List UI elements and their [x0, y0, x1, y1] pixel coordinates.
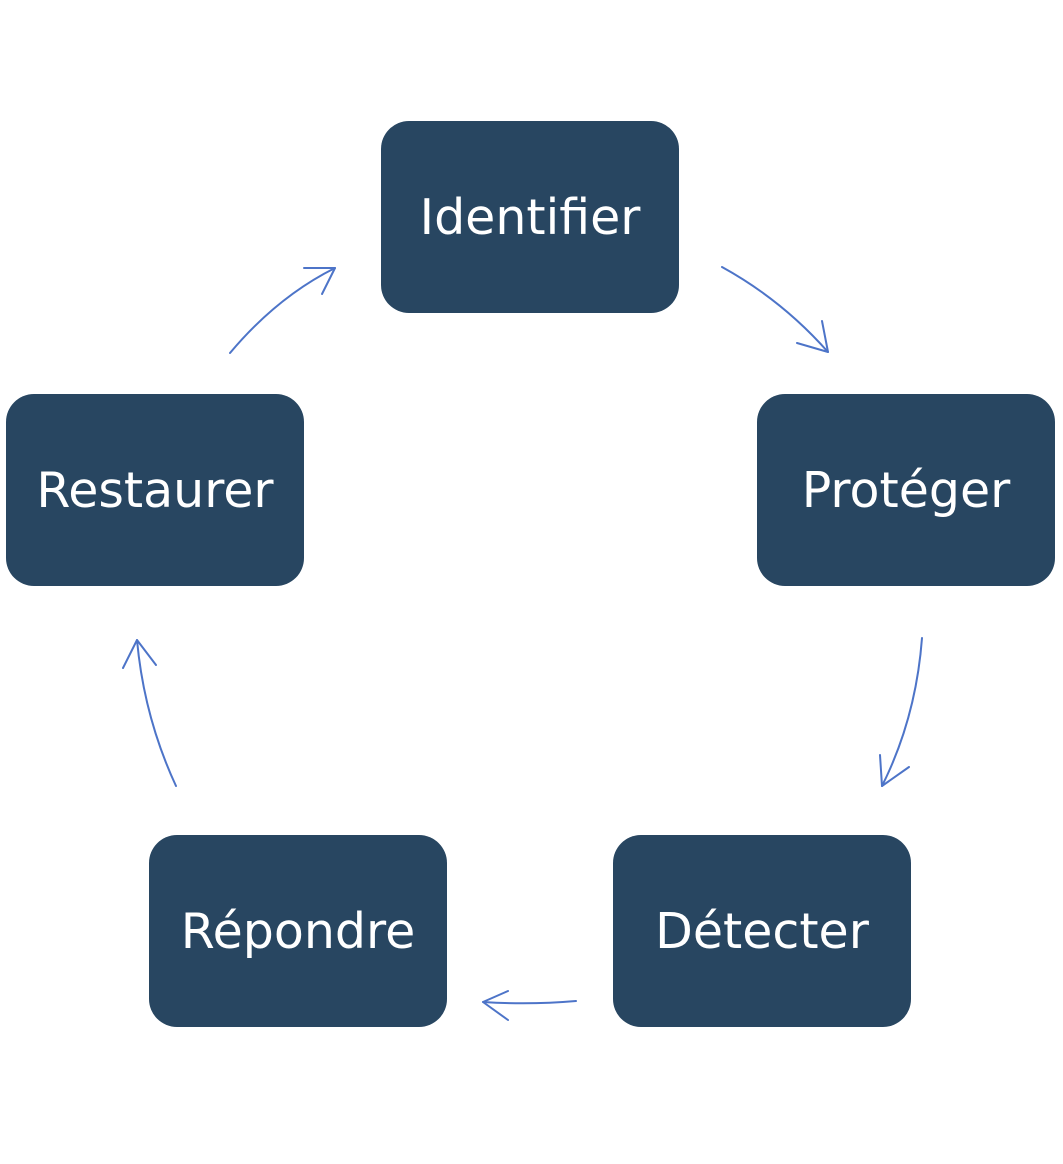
node-detecter: Détecter	[613, 835, 911, 1027]
node-identifier: Identifier	[381, 121, 679, 313]
arrow-shaft	[721, 266, 829, 353]
node-detecter-label: Détecter	[655, 902, 869, 960]
node-proteger-label: Protéger	[801, 461, 1011, 519]
arrowhead-icon	[796, 320, 829, 353]
arrow-proteger-to-detecter	[879, 637, 923, 787]
node-repondre: Répondre	[149, 835, 447, 1027]
arrow-detecter-to-repondre	[482, 990, 577, 1021]
arrow-restaurer-to-identifier	[229, 267, 336, 354]
arrowhead-icon	[303, 267, 336, 295]
arrowhead-icon	[482, 990, 509, 1021]
node-restaurer: Restaurer	[6, 394, 304, 586]
node-restaurer-label: Restaurer	[36, 461, 274, 519]
arrowhead-icon	[122, 639, 157, 669]
arrow-shaft	[482, 1000, 577, 1005]
arrow-shaft	[881, 637, 923, 787]
node-repondre-label: Répondre	[180, 902, 416, 960]
arrow-shaft	[229, 267, 336, 354]
arrow-shaft	[136, 639, 177, 787]
node-identifier-label: Identifier	[419, 188, 641, 246]
arrowhead-icon	[879, 754, 910, 787]
arrow-repondre-to-restaurer	[122, 639, 177, 787]
node-proteger: Protéger	[757, 394, 1055, 586]
arrow-identifier-to-proteger	[721, 266, 829, 353]
